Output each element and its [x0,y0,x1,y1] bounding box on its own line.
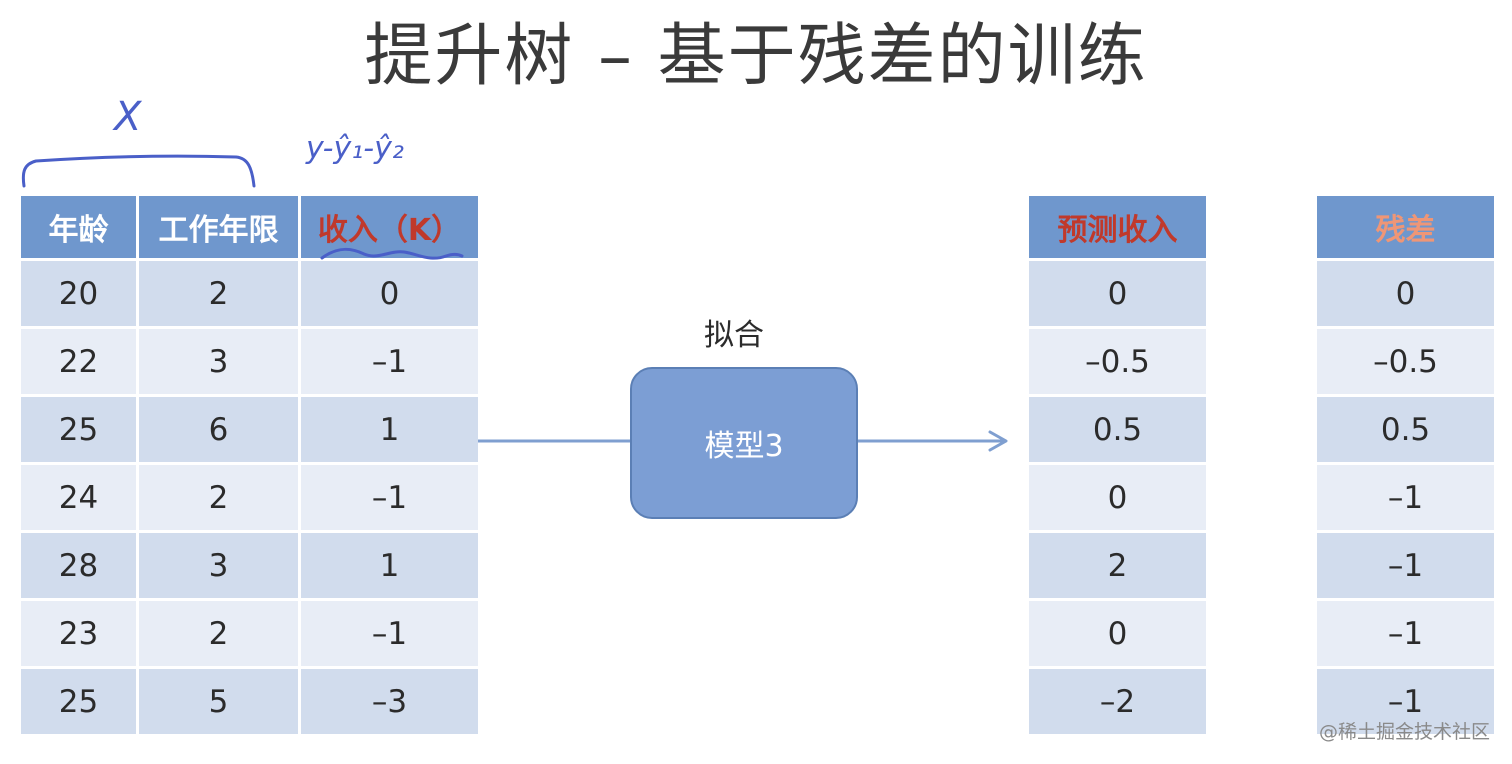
cell-income: –3 [298,666,481,737]
table-row: –0.5 [1314,326,1497,397]
cell-residual: –1 [1314,598,1497,669]
table-row: 25 5 –3 [18,666,481,737]
table-row: 20 2 0 [18,258,481,329]
table-header-row: 年龄 工作年限 收入（K） [18,193,481,261]
table-row: 0 [1026,462,1209,533]
arrow-head-icon [988,430,1008,452]
column-header-work-years: 工作年限 [136,193,301,261]
model-box: 模型3 [630,367,858,519]
cell-age: 28 [18,530,139,601]
cell-residual: 0 [1314,258,1497,329]
table-row: 24 2 –1 [18,462,481,533]
cell-work-years: 3 [136,326,301,397]
cell-age: 25 [18,666,139,737]
table-row: 28 3 1 [18,530,481,601]
watermark: @稀土掘金技术社区 [1318,721,1490,743]
cell-income: 0 [298,258,481,329]
x-annotation: X [112,94,143,140]
cell-work-years: 2 [136,462,301,533]
cell-work-years: 2 [136,598,301,669]
cell-residual: –0.5 [1314,326,1497,397]
table-header-row: 残差 [1314,193,1497,261]
residual-table: 残差 0 –0.5 0.5 –1 –1 –1 –1 [1314,193,1497,737]
cell-income: 1 [298,394,481,465]
cell-work-years: 3 [136,530,301,601]
column-header-income: 收入（K） [298,193,481,261]
cell-work-years: 5 [136,666,301,737]
column-header-age: 年龄 [18,193,139,261]
table-row: 25 6 1 [18,394,481,465]
cell-work-years: 6 [136,394,301,465]
cell-predicted: 0.5 [1026,394,1209,465]
brace-mark [21,154,256,188]
cell-predicted: 2 [1026,530,1209,601]
table-row: –1 [1314,666,1497,737]
column-header-residual: 残差 [1314,193,1497,261]
input-data-table: 年龄 工作年限 收入（K） 20 2 0 22 3 –1 25 6 1 24 2… [18,193,481,737]
cell-residual: –1 [1314,462,1497,533]
cell-income: –1 [298,462,481,533]
table-row: 22 3 –1 [18,326,481,397]
cell-age: 24 [18,462,139,533]
cell-income: –1 [298,598,481,669]
cell-age: 20 [18,258,139,329]
fit-label: 拟合 [704,318,764,353]
cell-work-years: 2 [136,258,301,329]
table-row: –2 [1026,666,1209,737]
predicted-income-table: 预测收入 0 –0.5 0.5 0 2 0 –2 [1026,193,1209,737]
table-row: 23 2 –1 [18,598,481,669]
table-row: 2 [1026,530,1209,601]
table-row: 0 [1026,598,1209,669]
cell-income: 1 [298,530,481,601]
table-row: 0.5 [1314,394,1497,465]
cell-age: 25 [18,394,139,465]
cell-age: 22 [18,326,139,397]
table-row: –1 [1314,462,1497,533]
table-header-row: 预测收入 [1026,193,1209,261]
formula-annotation: y-ŷ₁-ŷ₂ [305,131,404,166]
cell-income: –1 [298,326,481,397]
table-row: –1 [1314,530,1497,601]
cell-residual: 0.5 [1314,394,1497,465]
column-header-predicted-income: 预测收入 [1026,193,1209,261]
table-row: 0.5 [1026,394,1209,465]
cell-predicted: 0 [1026,462,1209,533]
cell-residual: –1 [1314,530,1497,601]
table-row: 0 [1026,258,1209,329]
table-row: –1 [1314,598,1497,669]
cell-predicted: 0 [1026,258,1209,329]
cell-age: 23 [18,598,139,669]
page-title: 提升树 – 基于残差的训练 [364,17,1148,96]
cell-residual: –1 [1314,666,1497,737]
wavy-underline [320,247,464,260]
cell-predicted: –0.5 [1026,326,1209,397]
table-row: 0 [1314,258,1497,329]
cell-predicted: 0 [1026,598,1209,669]
table-row: –0.5 [1026,326,1209,397]
model-label: 模型3 [704,429,784,464]
cell-predicted: –2 [1026,666,1209,737]
